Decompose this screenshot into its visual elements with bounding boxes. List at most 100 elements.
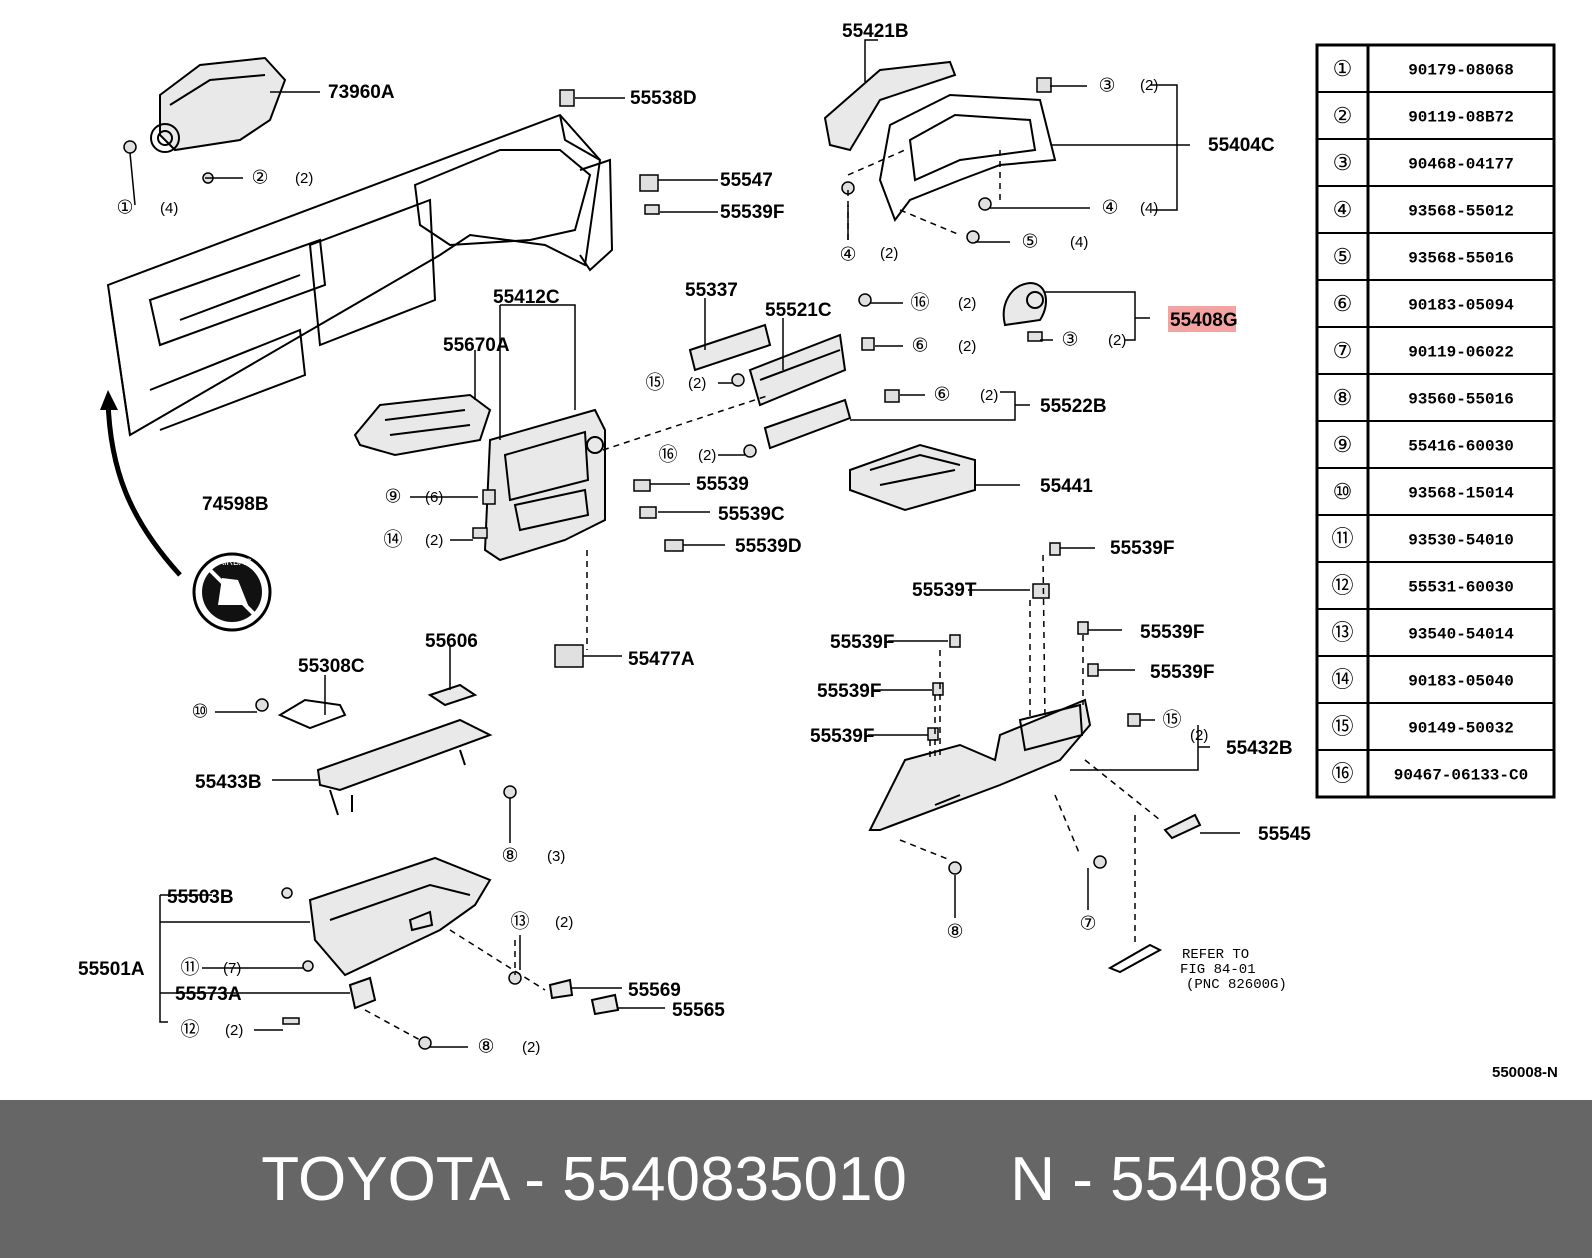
label-55421B: 55421B — [842, 21, 909, 42]
callout-2: ② — [251, 168, 268, 189]
label-55539T: 55539T — [912, 580, 977, 601]
qty-8b: (2) — [522, 1039, 540, 1056]
label-55539F-e: 55539F — [817, 681, 881, 702]
fasteners — [123, 77, 1141, 1050]
label-55522B: 55522B — [1040, 396, 1107, 417]
label-55432B: 55432B — [1226, 738, 1293, 759]
callout-6a: ⑥ — [911, 336, 928, 357]
footer-bar: TOYOTA - 5540835010 N - 55408G — [0, 1100, 1592, 1258]
airbag-label-74598B: AIRBAG — [192, 552, 272, 632]
table-row-key: ① — [1333, 56, 1353, 81]
highlight-55408G — [1168, 306, 1236, 332]
part-55565 — [590, 993, 620, 1016]
table-row-key: ⑫ — [1331, 573, 1353, 598]
label-55539F-c: 55539F — [830, 632, 894, 653]
qty-16a: (2) — [958, 295, 976, 312]
label-55545: 55545 — [1258, 824, 1311, 845]
table-row-key: ⑪ — [1331, 526, 1353, 551]
qty-12: (2) — [225, 1022, 243, 1039]
label-55670A: 55670A — [443, 335, 510, 356]
glovebox-55501A — [308, 856, 492, 977]
label-55433B: 55433B — [195, 772, 262, 793]
qty-1: (4) — [160, 200, 178, 217]
label-74598B: 74598B — [202, 494, 269, 515]
figure-code: 550008-N — [1492, 1064, 1558, 1081]
vent-55670A — [353, 393, 492, 457]
install-arrowhead — [100, 390, 118, 410]
table-row-key: ④ — [1333, 197, 1353, 222]
callout-8a: ⑧ — [501, 846, 518, 867]
qty-15b: (2) — [1190, 727, 1208, 744]
table-row-key: ⑬ — [1331, 620, 1353, 645]
callout-15b: ⑮ — [1162, 709, 1181, 731]
label-55539F-b: 55539F — [1140, 622, 1204, 643]
table-row-key: ⑭ — [1331, 667, 1353, 692]
label-55565: 55565 — [672, 1000, 725, 1021]
table-row-key: ⑧ — [1333, 385, 1353, 410]
assembly-lines — [364, 149, 1161, 1041]
table-row-value: 55416-60030 — [1408, 438, 1514, 456]
lower-panel-55432B — [868, 698, 1092, 831]
callout-16b: ⑯ — [658, 444, 677, 466]
label-55404C: 55404C — [1208, 135, 1275, 156]
cluster-panel-55412C — [483, 408, 606, 562]
label-55412C: 55412C — [493, 287, 560, 308]
qty-16b: (2) — [698, 447, 716, 464]
label-55569: 55569 — [628, 980, 681, 1001]
label-55308C: 55308C — [298, 656, 365, 677]
callout-9: ⑨ — [384, 487, 401, 508]
bracket-55308C — [277, 698, 347, 730]
callout-13: ⑬ — [510, 911, 529, 933]
callout-1: ① — [116, 198, 133, 219]
table-row-value: 90183-05040 — [1408, 673, 1514, 691]
label-55539F-f: 55539F — [810, 726, 874, 747]
table-row-value: 90119-08B72 — [1408, 109, 1514, 127]
pocket-55521C — [748, 333, 847, 407]
table-row-key: ② — [1333, 103, 1353, 128]
label-55538D: 55538D — [630, 88, 697, 109]
label-55547: 55547 — [720, 170, 773, 191]
table-row-key: ⑯ — [1331, 761, 1353, 786]
table-row-value: 93568-55016 — [1408, 250, 1514, 268]
qty-4b: (2) — [880, 245, 898, 262]
callout-11: ⑪ — [180, 957, 199, 979]
table-row-value: 55531-60030 — [1408, 579, 1514, 597]
svg-text:AIRBAG: AIRBAG — [218, 557, 252, 567]
callout-5: ⑤ — [1021, 232, 1038, 253]
label-55573A: 55573A — [175, 984, 242, 1005]
table-row-key: ⑤ — [1333, 244, 1353, 269]
table-row-value: 93530-54010 — [1408, 532, 1514, 550]
refer-line-1: REFER TO — [1182, 947, 1249, 963]
qty-3b: (2) — [1108, 332, 1126, 349]
callout-10: ⑩ — [191, 702, 208, 723]
tray-55441 — [849, 443, 976, 512]
part-55545 — [1163, 813, 1202, 840]
callout-7: ⑦ — [1079, 914, 1096, 935]
label-55501A: 55501A — [78, 959, 145, 980]
table-row-value: 90119-06022 — [1408, 344, 1514, 362]
table-row-key: ③ — [1333, 150, 1353, 175]
qty-8a: (3) — [547, 848, 565, 865]
tray-55433B — [316, 718, 493, 816]
table-row-value: 90149-50032 — [1408, 720, 1514, 738]
refer-line-2: FIG 84-01 — [1180, 962, 1256, 978]
callout-15a: ⑮ — [645, 372, 664, 394]
table-row-value: 93540-54014 — [1408, 626, 1514, 644]
label-55477A: 55477A — [628, 649, 695, 670]
callout-4b: ④ — [839, 245, 856, 266]
qty-14: (2) — [425, 532, 443, 549]
table-row-key: ⑩ — [1333, 479, 1353, 504]
airbag-module-73960A — [150, 56, 287, 153]
qty-11: (7) — [223, 960, 241, 977]
qty-6b: (2) — [980, 387, 998, 404]
qty-9: (6) — [425, 489, 443, 506]
qty-4a: (4) — [1140, 200, 1158, 217]
table-row-value: 90179-08068 — [1408, 62, 1514, 80]
label-55539C: 55539C — [718, 504, 785, 525]
table-row-key: ⑥ — [1333, 291, 1353, 316]
qty-13: (2) — [555, 914, 573, 931]
qty-15a: (2) — [688, 375, 706, 392]
label-55521C: 55521C — [765, 300, 832, 321]
label-55441: 55441 — [1040, 476, 1093, 497]
